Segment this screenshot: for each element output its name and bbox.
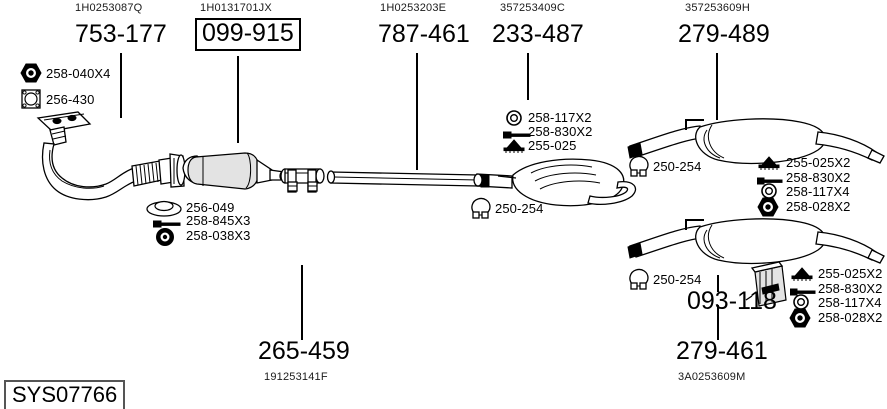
bolt-icon — [502, 127, 531, 145]
bolt-icon — [789, 284, 816, 302]
oem-code-233-487: 357253409C — [500, 2, 566, 14]
rubber-mount-icon — [502, 139, 526, 158]
lower-rear-muffler-drawing — [627, 218, 885, 265]
part-ref-233-487[interactable]: 233-487 — [492, 20, 584, 48]
system-code-badge[interactable]: SYS07766 — [4, 380, 126, 409]
square-gasket-icon — [20, 88, 42, 115]
callout-258-040X4: 258-040X4 — [46, 66, 111, 81]
hex-nut-icon — [20, 63, 42, 88]
ring-washer-icon — [505, 110, 523, 131]
callout-258-117X4-upper: 258-117X4 — [786, 184, 850, 199]
oem-code-099-915: 1H0131701JX — [200, 2, 272, 14]
callout-255-025: 255-025 — [528, 138, 577, 153]
clamp-icon — [628, 268, 650, 295]
callout-258-028X2-upper: 258-028X2 — [786, 199, 851, 214]
leader-lines — [120, 53, 719, 340]
callout-256-430: 256-430 — [46, 92, 95, 107]
callout-255-025X2-upper: 255-025X2 — [786, 155, 851, 170]
rubber-mount-icon — [757, 156, 781, 175]
part-ref-279-489[interactable]: 279-489 — [678, 20, 770, 48]
ring-nut-icon — [155, 228, 175, 251]
callout-250-254-upper-rear: 250-254 — [653, 159, 702, 174]
callout-258-117X2: 258-117X2 — [528, 110, 592, 125]
callout-258-830X2-upper: 258-830X2 — [786, 170, 851, 185]
oval-gasket-icon — [146, 197, 182, 222]
catalytic-converter-drawing — [182, 152, 287, 190]
upper-rear-muffler-drawing — [627, 118, 885, 165]
callout-258-830X2-lower: 258-830X2 — [818, 281, 883, 296]
callout-258-845X3: 258-845X3 — [186, 213, 251, 228]
oem-code-753-177: 1H0253087Q — [75, 2, 143, 14]
clamp-icon — [470, 197, 492, 224]
ring-washer-icon — [792, 294, 810, 315]
center-pipe-drawing — [326, 170, 479, 187]
callout-250-254-lower-rear: 250-254 — [653, 272, 702, 287]
callout-258-028X2-lower: 258-028X2 — [818, 310, 883, 325]
callout-258-117X4-lower: 258-117X4 — [818, 295, 882, 310]
oem-code-279-489: 357253609H — [685, 2, 751, 14]
part-ref-787-461[interactable]: 787-461 — [378, 20, 470, 48]
callout-256-049: 256-049 — [186, 200, 235, 215]
center-muffler-drawing — [473, 158, 637, 207]
front-pipe-drawing — [36, 111, 186, 201]
bolt-icon — [756, 173, 783, 191]
bolt-icon — [152, 216, 181, 234]
callout-258-038X3: 258-038X3 — [186, 228, 251, 243]
part-ref-279-461[interactable]: 279-461 — [676, 337, 768, 365]
oem-code-787-461: 1H0253203E — [380, 2, 447, 14]
pipe-connector-drawing — [280, 168, 325, 193]
callout-258-830X2: 258-830X2 — [528, 124, 593, 139]
clamp-icon — [628, 155, 650, 182]
oem-code-265-459: 191253141F — [264, 371, 328, 383]
callout-255-025X2-lower: 255-025X2 — [818, 266, 883, 281]
oem-code-279-461: 3A0253609M — [678, 371, 746, 383]
part-ref-753-177[interactable]: 753-177 — [75, 20, 167, 48]
rubber-mount-icon — [790, 267, 814, 286]
hex-nut-icon — [757, 197, 779, 222]
hex-nut-icon — [789, 308, 811, 333]
callout-250-254-center: 250-254 — [495, 201, 544, 216]
part-ref-093-118[interactable]: 093-118 — [687, 287, 777, 315]
heat-shield-drawing — [745, 261, 787, 307]
part-ref-265-459[interactable]: 265-459 — [258, 337, 350, 365]
part-ref-099-915[interactable]: 099-915 — [195, 18, 301, 51]
